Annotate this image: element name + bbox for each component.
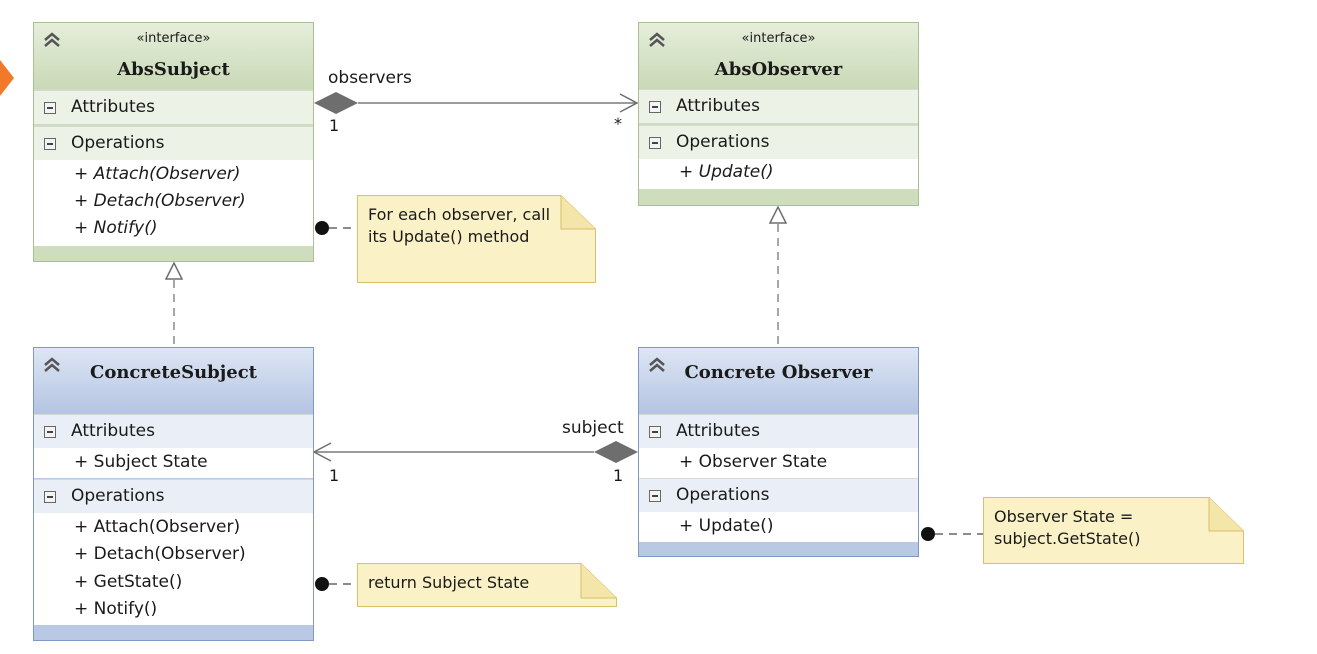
realization-triangle-subject — [164, 261, 184, 280]
note-shape — [357, 195, 596, 283]
class-abs-observer[interactable]: «interface» AbsObserver Attributes Opera… — [638, 22, 919, 206]
attribute-item[interactable]: + Subject State — [74, 452, 208, 472]
attributes-list: + Observer State — [639, 448, 918, 478]
operation-item[interactable]: + Notify() — [74, 599, 158, 619]
collapse-chevron-icon[interactable] — [41, 354, 63, 376]
collapse-minus-icon[interactable] — [44, 491, 56, 503]
note-getstate[interactable]: return Subject State — [357, 563, 617, 607]
compartment-label: Operations — [71, 133, 165, 153]
operation-item[interactable]: + Notify() — [74, 218, 158, 238]
operations-list: + Update() — [639, 512, 918, 542]
note-anchor-update — [921, 527, 935, 541]
collapse-minus-icon[interactable] — [649, 490, 661, 502]
class-name: AbsObserver — [714, 59, 843, 80]
multiplicity-observers-source: 1 — [329, 116, 340, 135]
operations-compartment[interactable]: Operations — [639, 125, 918, 159]
multiplicity-subject-target: 1 — [329, 466, 340, 485]
note-update[interactable]: Observer State = subject.GetState() — [983, 497, 1244, 564]
open-arrowhead-subject — [312, 442, 332, 462]
note-shape — [357, 563, 617, 607]
compartment-label: Operations — [676, 132, 770, 152]
composition-diamond-subject — [594, 441, 638, 463]
class-name: ConcreteSubject — [90, 362, 257, 383]
collapse-chevron-icon[interactable] — [41, 29, 63, 51]
compartment-label: Attributes — [676, 96, 760, 116]
class-name: AbsSubject — [117, 59, 230, 80]
operation-item[interactable]: + Detach(Observer) — [74, 544, 246, 564]
class-header: ConcreteSubject — [34, 348, 313, 414]
compartment-label: Attributes — [676, 421, 760, 441]
class-concrete-observer[interactable]: Concrete Observer Attributes + Observer … — [638, 347, 919, 557]
note-notify[interactable]: For each observer, call its Update() met… — [357, 195, 596, 283]
compartment-label: Attributes — [71, 97, 155, 117]
note-text: return Subject State — [368, 573, 530, 592]
multiplicity-subject-source: 1 — [613, 466, 624, 485]
operations-compartment[interactable]: Operations — [34, 479, 313, 513]
class-header: «interface» AbsSubject — [34, 23, 313, 89]
note-text: Observer State = subject.GetState() — [994, 507, 1141, 548]
collapse-minus-icon[interactable] — [649, 101, 661, 113]
operation-item[interactable]: + Update() — [679, 162, 774, 182]
operation-item[interactable]: + GetState() — [74, 572, 183, 592]
operations-list: + Update() — [639, 159, 918, 189]
collapse-minus-icon[interactable] — [649, 426, 661, 438]
compartment-label: Attributes — [71, 421, 155, 441]
collapse-chevron-icon[interactable] — [646, 29, 668, 51]
attributes-list: + Subject State — [34, 448, 313, 478]
operations-list: + Attach(Observer) + Detach(Observer) + … — [34, 513, 313, 625]
attributes-compartment[interactable]: Attributes — [34, 414, 313, 448]
note-anchor-notify — [315, 221, 329, 235]
collapse-minus-icon[interactable] — [44, 102, 56, 114]
multiplicity-observers-target: * — [614, 114, 622, 133]
operations-compartment[interactable]: Operations — [34, 126, 313, 160]
attributes-compartment[interactable]: Attributes — [34, 90, 313, 124]
note-anchor-getstate — [315, 577, 329, 591]
stereotype-label: «interface» — [741, 31, 816, 46]
class-header: «interface» AbsObserver — [639, 23, 918, 89]
role-label-subject: subject — [562, 418, 624, 438]
class-abs-subject[interactable]: «interface» AbsSubject Attributes Operat… — [33, 22, 314, 262]
attributes-compartment[interactable]: Attributes — [639, 414, 918, 448]
class-concrete-subject[interactable]: ConcreteSubject Attributes + Subject Sta… — [33, 347, 314, 641]
compartment-label: Operations — [71, 486, 165, 506]
class-header: Concrete Observer — [639, 348, 918, 414]
operation-item[interactable]: + Detach(Observer) — [74, 191, 246, 211]
operation-item[interactable]: + Attach(Observer) — [74, 517, 241, 537]
operation-item[interactable]: + Update() — [679, 516, 774, 536]
composition-diamond-observers — [314, 92, 358, 114]
attributes-compartment[interactable]: Attributes — [639, 89, 918, 123]
open-arrowhead-observers — [619, 93, 639, 113]
stereotype-label: «interface» — [136, 31, 211, 46]
collapse-chevron-icon[interactable] — [646, 354, 668, 376]
operations-list: + Attach(Observer) + Detach(Observer) + … — [34, 160, 313, 246]
collapse-minus-icon[interactable] — [44, 426, 56, 438]
selection-marker — [0, 60, 14, 96]
note-text: For each observer, call its Update() met… — [368, 205, 551, 246]
role-label-observers: observers — [328, 68, 412, 88]
note-shape — [983, 497, 1244, 564]
attribute-item[interactable]: + Observer State — [679, 452, 828, 472]
realization-triangle-observer — [768, 205, 788, 224]
collapse-minus-icon[interactable] — [44, 138, 56, 150]
operations-compartment[interactable]: Operations — [639, 478, 918, 512]
class-name: Concrete Observer — [684, 362, 873, 383]
collapse-minus-icon[interactable] — [649, 137, 661, 149]
operation-item[interactable]: + Attach(Observer) — [74, 164, 241, 184]
compartment-label: Operations — [676, 485, 770, 505]
